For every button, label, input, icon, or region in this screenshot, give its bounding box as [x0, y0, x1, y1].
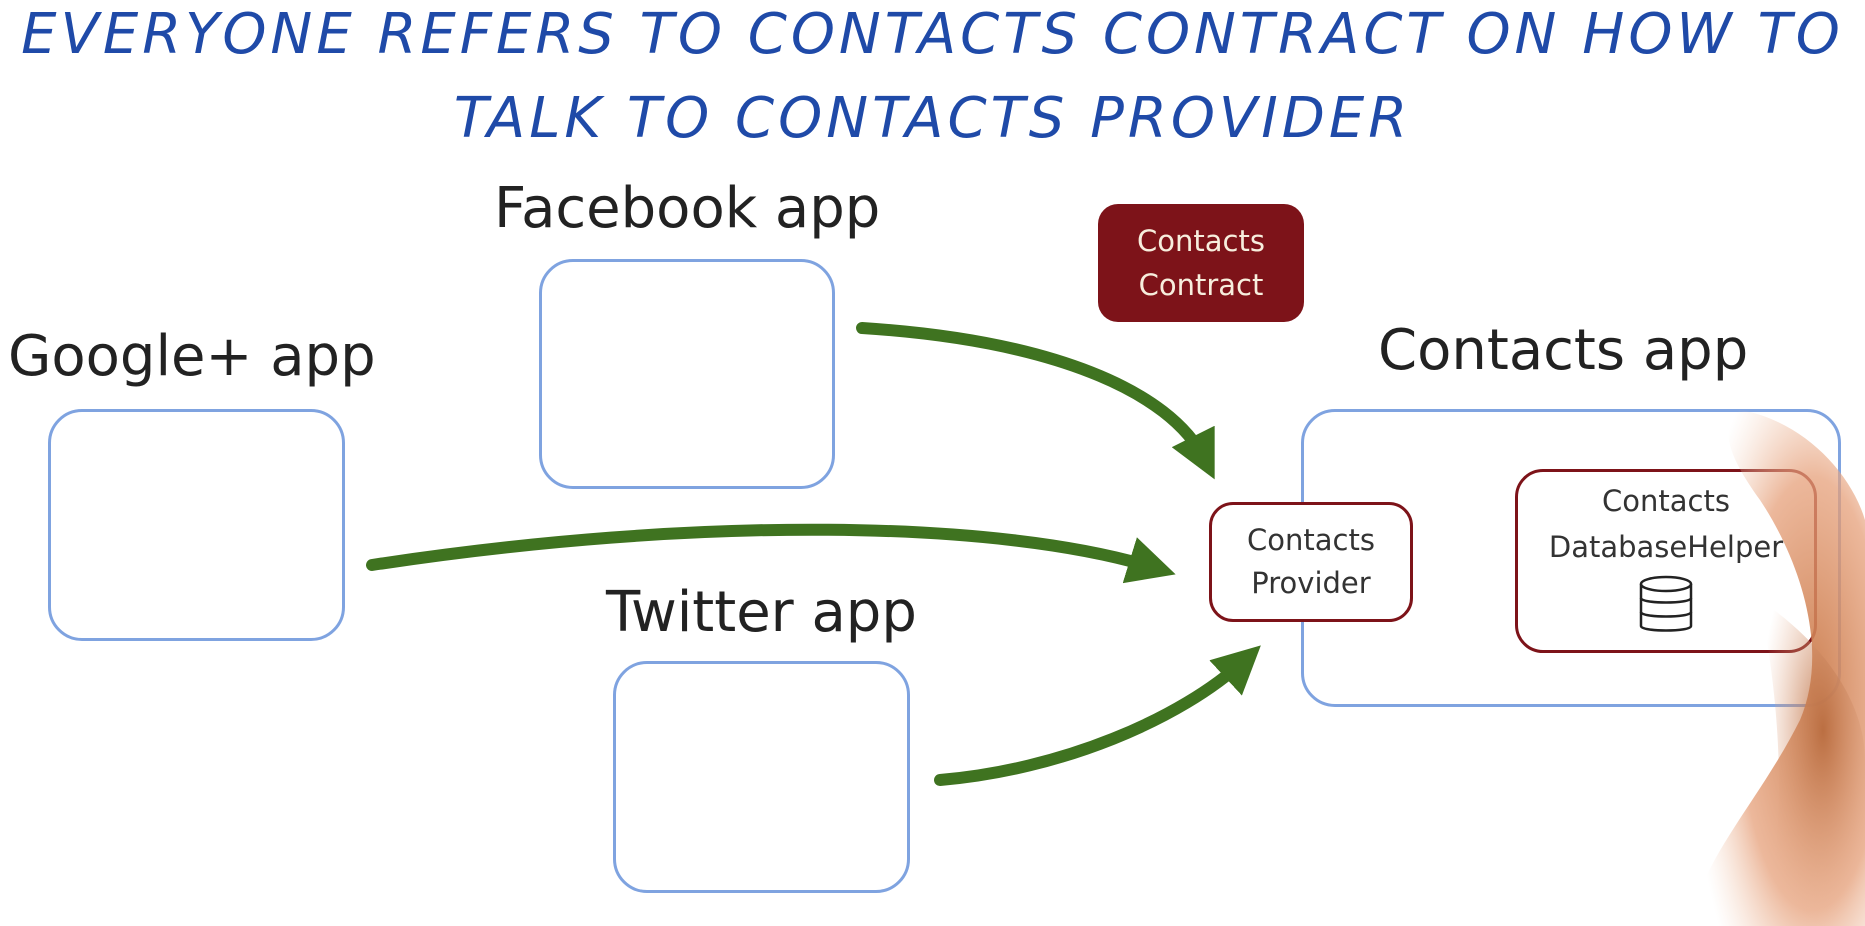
contacts-database-helper-box: Contacts DatabaseHelper — [1515, 469, 1817, 653]
title-line-1: EVERYONE REFERS TO CONTACTS CONTRACT ON … — [0, 2, 1865, 67]
provider-line-2: Provider — [1251, 566, 1371, 600]
contacts-provider-box: Contacts Provider — [1209, 502, 1413, 622]
contract-line-2: Contract — [1138, 268, 1264, 302]
arrow-google-to-provider — [366, 523, 1176, 584]
facebook-app-label: Facebook app — [494, 176, 881, 241]
twitter-app-box — [613, 661, 910, 893]
facebook-app-box — [539, 259, 835, 489]
contacts-app-label: Contacts app — [1378, 318, 1749, 383]
helper-line-2: DatabaseHelper — [1548, 530, 1784, 564]
database-icon — [1639, 575, 1693, 632]
helper-line-1: Contacts — [1602, 484, 1730, 518]
arrow-facebook-to-provider — [856, 322, 1215, 480]
title-text-before: EVERYONE REFERS TO — [21, 2, 748, 67]
google-plus-app-label: Google+ app — [8, 324, 376, 389]
google-plus-app-box — [48, 409, 345, 641]
title-line-2: TALK TO CONTACTS PROVIDER — [453, 86, 1412, 151]
twitter-app-label: Twitter app — [606, 580, 917, 645]
provider-line-1: Contacts — [1247, 523, 1375, 557]
contract-line-1: Contacts — [1137, 224, 1265, 258]
contacts-contract-badge: Contacts Contract — [1098, 204, 1304, 322]
title-highlight-contacts-contract: CONTACTS CONTRACT — [747, 2, 1445, 67]
title-text-after: ON HOW TO — [1444, 2, 1844, 67]
arrow-twitter-to-provider — [934, 645, 1261, 786]
